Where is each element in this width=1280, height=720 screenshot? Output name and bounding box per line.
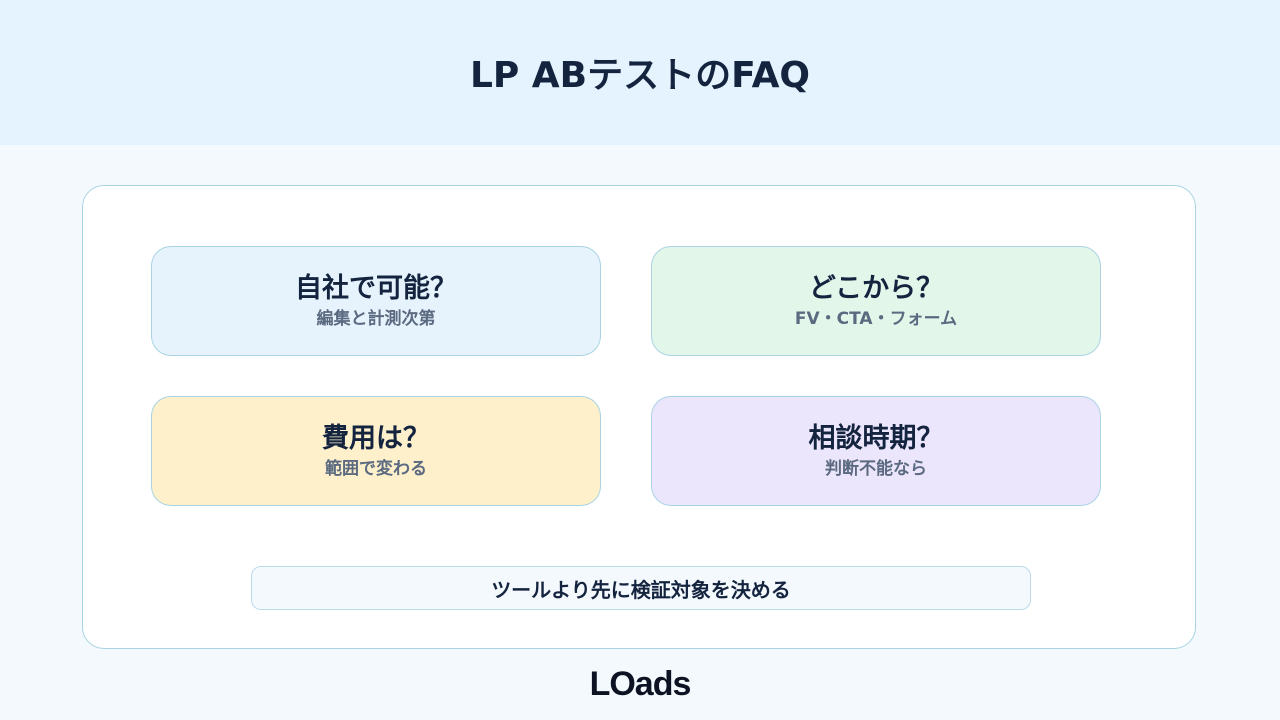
faq-answer: FV・CTA・フォーム (794, 309, 958, 329)
faq-question: 自社で可能？ (295, 273, 457, 304)
header-band: LP ABテストのFAQ (0, 0, 1280, 145)
faq-question: どこから？ (808, 273, 944, 304)
page-title: LP ABテストのFAQ (469, 54, 811, 96)
faq-card-consult-timing: 相談時期？ 判断不能なら (651, 396, 1101, 506)
faq-panel: 自社で可能？ 編集と計測次第 どこから？ FV・CTA・フォーム 費用は？ 範囲… (82, 185, 1196, 649)
faq-answer: 編集と計測次第 (316, 309, 436, 329)
tip-bar: ツールより先に検証対象を決める (251, 566, 1031, 610)
faq-question: 費用は？ (322, 423, 430, 454)
brand-logo: LOads (589, 665, 692, 703)
faq-card-where-to-start: どこから？ FV・CTA・フォーム (651, 246, 1101, 356)
faq-card-in-house: 自社で可能？ 編集と計測次第 (151, 246, 601, 356)
faq-card-cost: 費用は？ 範囲で変わる (151, 396, 601, 506)
faq-answer: 範囲で変わる (325, 459, 427, 479)
faq-answer: 判断不能なら (825, 459, 927, 479)
faq-question: 相談時期？ (808, 423, 944, 454)
tip-text: ツールより先に検証対象を決める (491, 577, 791, 602)
